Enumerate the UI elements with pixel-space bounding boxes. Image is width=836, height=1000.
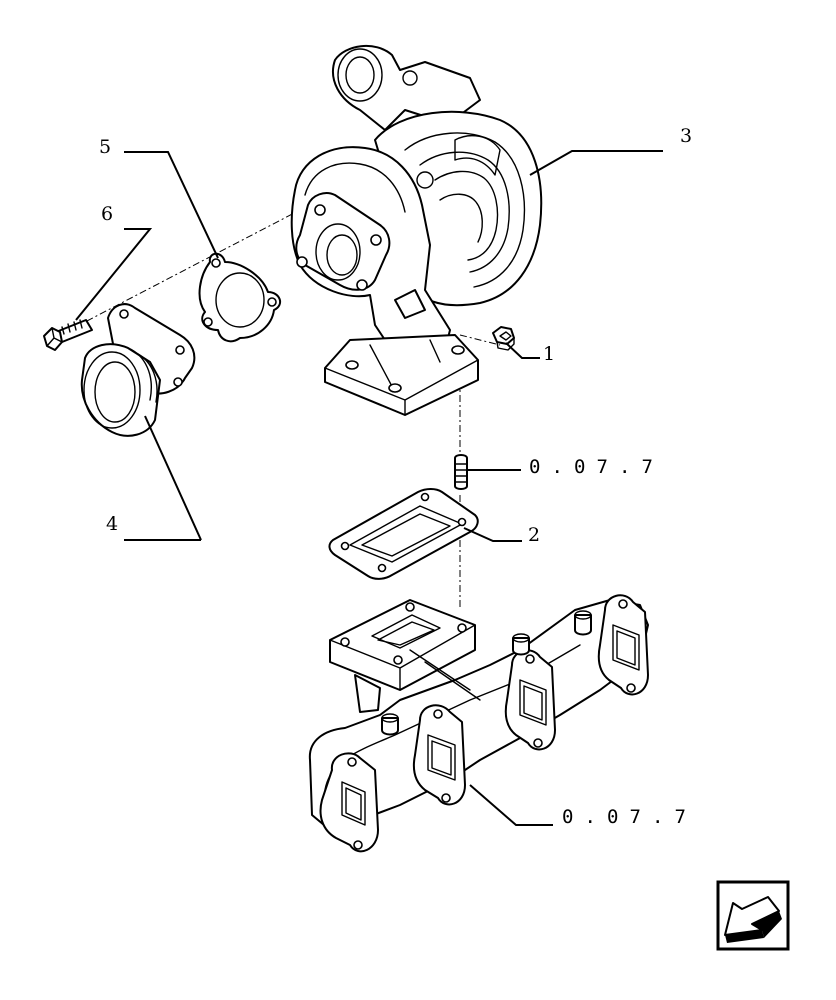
- callout-3: 3: [680, 125, 692, 147]
- flange-adapter-part-4[interactable]: [80, 303, 196, 437]
- arrow-back-icon[interactable]: [716, 880, 790, 951]
- exhaust-manifold[interactable]: [308, 594, 649, 853]
- gasket-part-2[interactable]: [328, 488, 479, 580]
- gasket-part-5[interactable]: [198, 252, 282, 343]
- stud-reference: 0 . 0 7 . 7: [529, 456, 653, 478]
- manifold-reference: 0 . 0 7 . 7: [562, 806, 686, 828]
- stud[interactable]: [454, 454, 468, 490]
- callout-2: 2: [528, 524, 540, 546]
- nut-part-1[interactable]: [492, 326, 515, 351]
- callout-4: 4: [106, 513, 118, 535]
- callout-labels: 3 5 6 1 4 2 0 . 0 7 . 7 0 . 0 7 . 7: [99, 125, 692, 828]
- bolt-part-6[interactable]: [43, 319, 93, 351]
- turbocharger-part-3[interactable]: [290, 44, 543, 416]
- callout-1: 1: [543, 343, 555, 365]
- leader-lines: [75, 150, 663, 826]
- callout-6: 6: [101, 203, 113, 225]
- callout-5: 5: [99, 136, 111, 158]
